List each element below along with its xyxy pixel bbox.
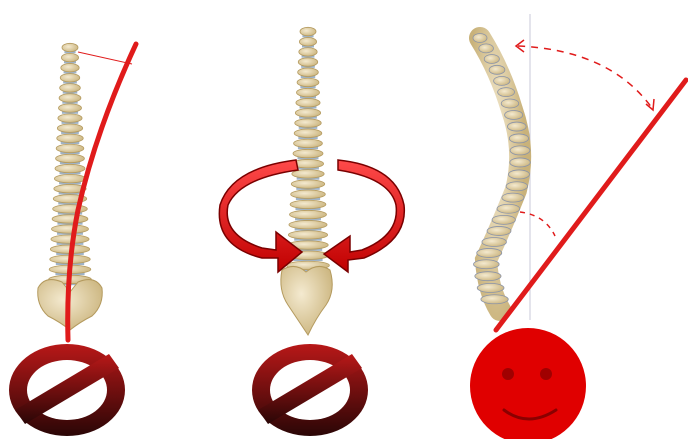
vertebra: [297, 78, 319, 87]
vertebra: [56, 144, 84, 152]
vertebra: [473, 34, 487, 43]
vertebra: [502, 193, 524, 202]
vertebra: [482, 237, 507, 246]
vertebra: [497, 204, 520, 213]
vertebra: [510, 146, 530, 155]
vertebra: [506, 182, 528, 191]
vertebra: [498, 88, 515, 97]
upper-angle-arrow: [518, 46, 652, 108]
vertebra: [300, 27, 316, 36]
vertebra: [299, 48, 317, 57]
vertebra: [510, 158, 530, 167]
smiley-face-icon: [470, 328, 586, 439]
lower-angle-arrow: [520, 212, 555, 236]
vertebra: [62, 43, 78, 51]
prohibition-sign-icon: [252, 344, 368, 436]
panel-forward-lean: [470, 14, 686, 439]
vertebra: [298, 68, 319, 77]
vertebra: [481, 295, 508, 304]
vertebra: [60, 74, 80, 82]
vertebra: [56, 154, 85, 162]
vertebra: [487, 226, 511, 235]
vertebra: [52, 215, 88, 223]
vertebra: [489, 65, 505, 74]
vertebra: [484, 54, 499, 63]
vertebra: [501, 99, 519, 108]
vertebra: [61, 63, 79, 71]
vertebra: [288, 231, 327, 240]
vertebra: [299, 37, 316, 46]
vertebra: [295, 109, 320, 118]
front-spine-middle: [287, 27, 330, 271]
vertebra: [293, 149, 323, 158]
vertebra: [57, 124, 82, 132]
panel-rotation: [219, 27, 404, 436]
vertebra: [51, 235, 89, 243]
vertebra: [294, 139, 323, 148]
vertebra: [294, 129, 322, 138]
vertebra: [55, 164, 85, 172]
vertebra: [492, 215, 515, 224]
vertebra: [297, 88, 320, 97]
vertebra: [508, 170, 529, 179]
vertebra: [291, 180, 325, 189]
vertebra: [59, 94, 81, 102]
vertebra: [477, 248, 502, 257]
vertebra: [494, 76, 510, 85]
vertebra: [58, 114, 82, 122]
vertebra: [509, 134, 528, 143]
vertebra: [295, 119, 322, 128]
vertebra: [52, 225, 89, 233]
vertebra: [289, 220, 327, 229]
vertebra: [291, 190, 326, 199]
prohibition-sign-icon: [9, 344, 125, 436]
vertebra: [505, 110, 523, 119]
vertebra: [296, 98, 320, 107]
vertebra: [298, 58, 318, 67]
vertebra: [54, 174, 85, 182]
vertebra: [53, 205, 88, 213]
panel-lateral-curvature: [9, 43, 136, 436]
vertebra: [60, 84, 81, 92]
vertebra: [290, 210, 327, 219]
vertebra: [479, 44, 494, 53]
vertebra: [61, 53, 78, 61]
vertebra: [57, 134, 84, 142]
sacrum-middle: [281, 266, 332, 335]
measure-line: [78, 52, 132, 64]
vertebra: [474, 260, 500, 269]
vertebra: [507, 122, 526, 131]
vertebra: [59, 104, 82, 112]
vertebra: [290, 200, 326, 209]
vertebra: [475, 272, 501, 281]
vertebra: [477, 283, 504, 292]
